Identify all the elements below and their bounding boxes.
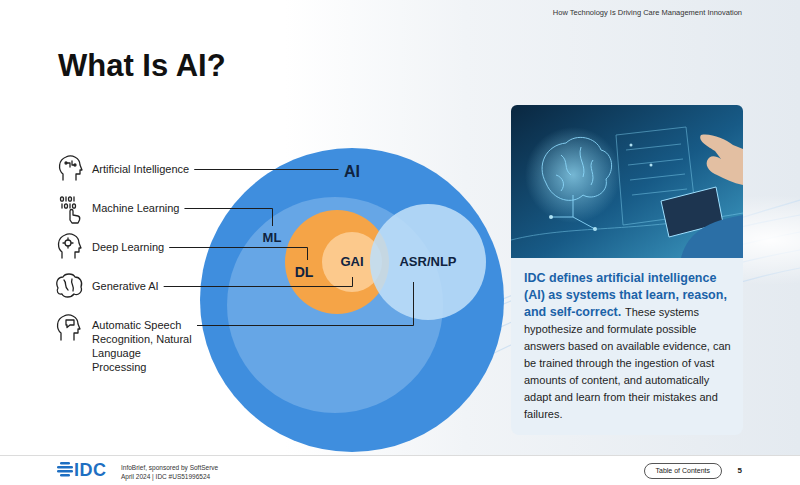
- label-holder: Deep Learning: [92, 240, 164, 254]
- ai-circle: AI ML DL GAI ASR/NLP: [200, 148, 504, 452]
- label-holder: Generative AI: [92, 279, 159, 293]
- ai-illustration: [511, 105, 743, 258]
- circle-label: ASR/NLP: [399, 255, 456, 270]
- circle-fill: [200, 148, 504, 452]
- title-holder: What Is AI?: [58, 48, 226, 84]
- dl-gear-head-icon: [59, 234, 81, 258]
- toc-button: Table of Contents: [644, 463, 722, 479]
- term-label: Automatic Speech Recognition, Natural La…: [92, 318, 192, 374]
- circle-label: AI: [344, 163, 360, 181]
- label-holder: Automatic Speech Recognition, Natural La…: [92, 318, 192, 374]
- circle-label: DL: [295, 264, 314, 280]
- circuit-dots: [549, 144, 653, 232]
- label-holder: Artificial Intelligence: [92, 162, 189, 176]
- sleeve: [681, 215, 743, 258]
- ai-head-icon: [60, 156, 82, 180]
- leader-line: [184, 209, 272, 227]
- leader-line: [169, 248, 307, 261]
- ml-binary-hand-icon: [61, 197, 80, 223]
- circle-label: GAI: [340, 255, 363, 270]
- definition-panel: IDC defines artificial intelligence (AI)…: [511, 258, 743, 435]
- screen-lines: [511, 127, 743, 240]
- page-header: How Technology Is Driving Care Managemen…: [553, 8, 742, 18]
- leader-line: [194, 169, 338, 170]
- footer-rule: [0, 455, 800, 456]
- label-holder: April 2024 | IDC #US51996524: [121, 473, 210, 481]
- idc-logo-mark: [56, 461, 74, 479]
- brain-outline: [542, 137, 612, 229]
- term-label: Machine Learning: [92, 201, 179, 215]
- page-title: What Is AI?: [58, 48, 226, 84]
- label-holder: IDC: [74, 460, 107, 480]
- label-holder: How Technology Is Driving Care Managemen…: [553, 8, 742, 18]
- page-number: 5: [738, 466, 742, 476]
- label-holder: 5: [738, 466, 742, 476]
- term-label: Generative AI: [92, 279, 159, 293]
- button-label: Table of Contents: [656, 466, 710, 476]
- panel-body: These systems hypothesize and formulate …: [524, 306, 731, 420]
- label-holder: InfoBrief, sponsored by SoftServe: [121, 464, 218, 472]
- asr-nlp-circle: ASR/NLP: [370, 204, 486, 320]
- circle-fill: [370, 204, 486, 320]
- panel-paragraph: IDC defines artificial intelligence (AI)…: [524, 269, 731, 422]
- genai-brain-icon: [57, 274, 82, 297]
- label-holder: Machine Learning: [92, 201, 179, 215]
- leader-line: [164, 277, 353, 287]
- illustration-ground: [511, 105, 743, 258]
- circle-label: ML: [263, 231, 282, 246]
- logo-text: IDC: [74, 460, 107, 480]
- leader-line: [197, 282, 414, 326]
- speech-head-icon: [58, 315, 80, 340]
- footer-note: InfoBrief, sponsored by SoftServe: [121, 464, 218, 472]
- term-label: Deep Learning: [92, 240, 164, 254]
- term-label: Artificial Intelligence: [92, 162, 189, 176]
- footer-note: April 2024 | IDC #US51996524: [121, 473, 210, 481]
- hand: [700, 135, 743, 185]
